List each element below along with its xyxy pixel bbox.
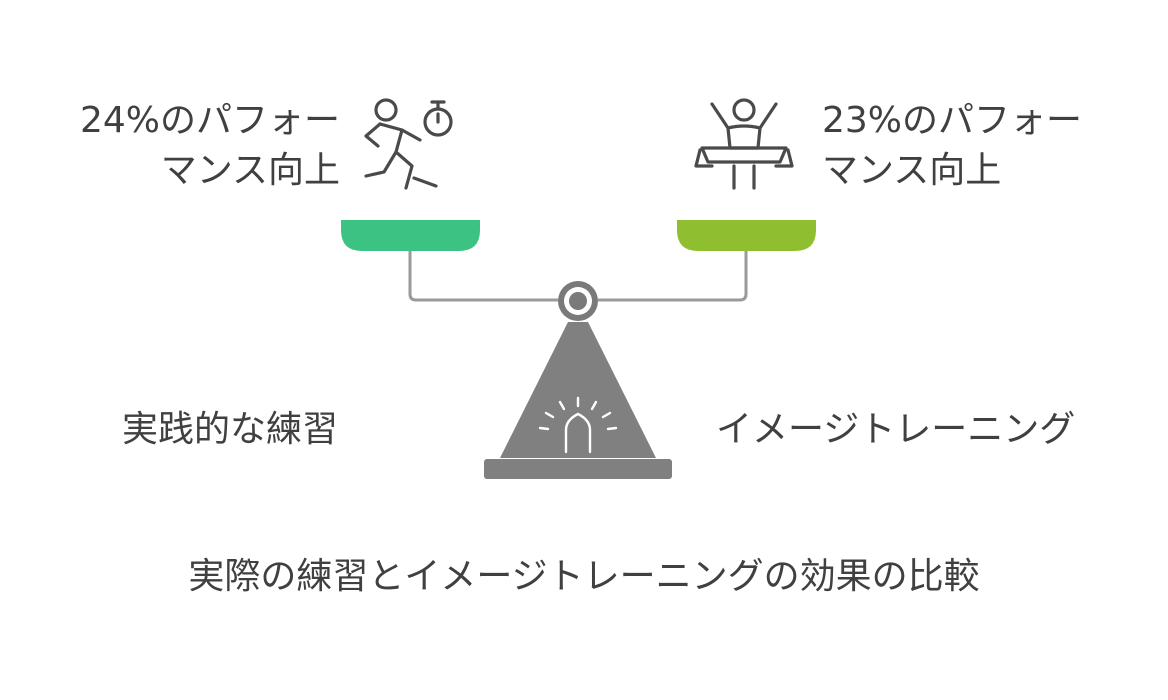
fulcrum [500, 322, 656, 458]
right-arm [598, 250, 748, 302]
right-stat-line1: 23%のパフォー [822, 100, 1083, 141]
alert-light-icon [538, 396, 618, 454]
left-side-label: 実践的な練習 [122, 409, 339, 450]
winner-finish-line-icon [694, 98, 794, 190]
diagram-caption: 実際の練習とイメージトレーニングの効果の比較 [188, 556, 980, 597]
left-arm [408, 250, 558, 302]
left-stat-line1: 24%のパフォー [79, 100, 340, 141]
running-person-stopwatch-icon [364, 98, 453, 190]
right-stat-line2: マンス向上 [822, 150, 1002, 191]
left-stat-line2: マンス向上 [160, 150, 340, 191]
right-side-label: イメージトレーニング [716, 409, 1076, 450]
right-performance-stat: 23%のパフォー マンス向上 [822, 96, 1122, 196]
scale-base [484, 459, 672, 479]
left-performance-stat: 24%のパフォー マンス向上 [56, 96, 340, 196]
right-pan [677, 220, 816, 251]
left-pan [341, 220, 480, 251]
